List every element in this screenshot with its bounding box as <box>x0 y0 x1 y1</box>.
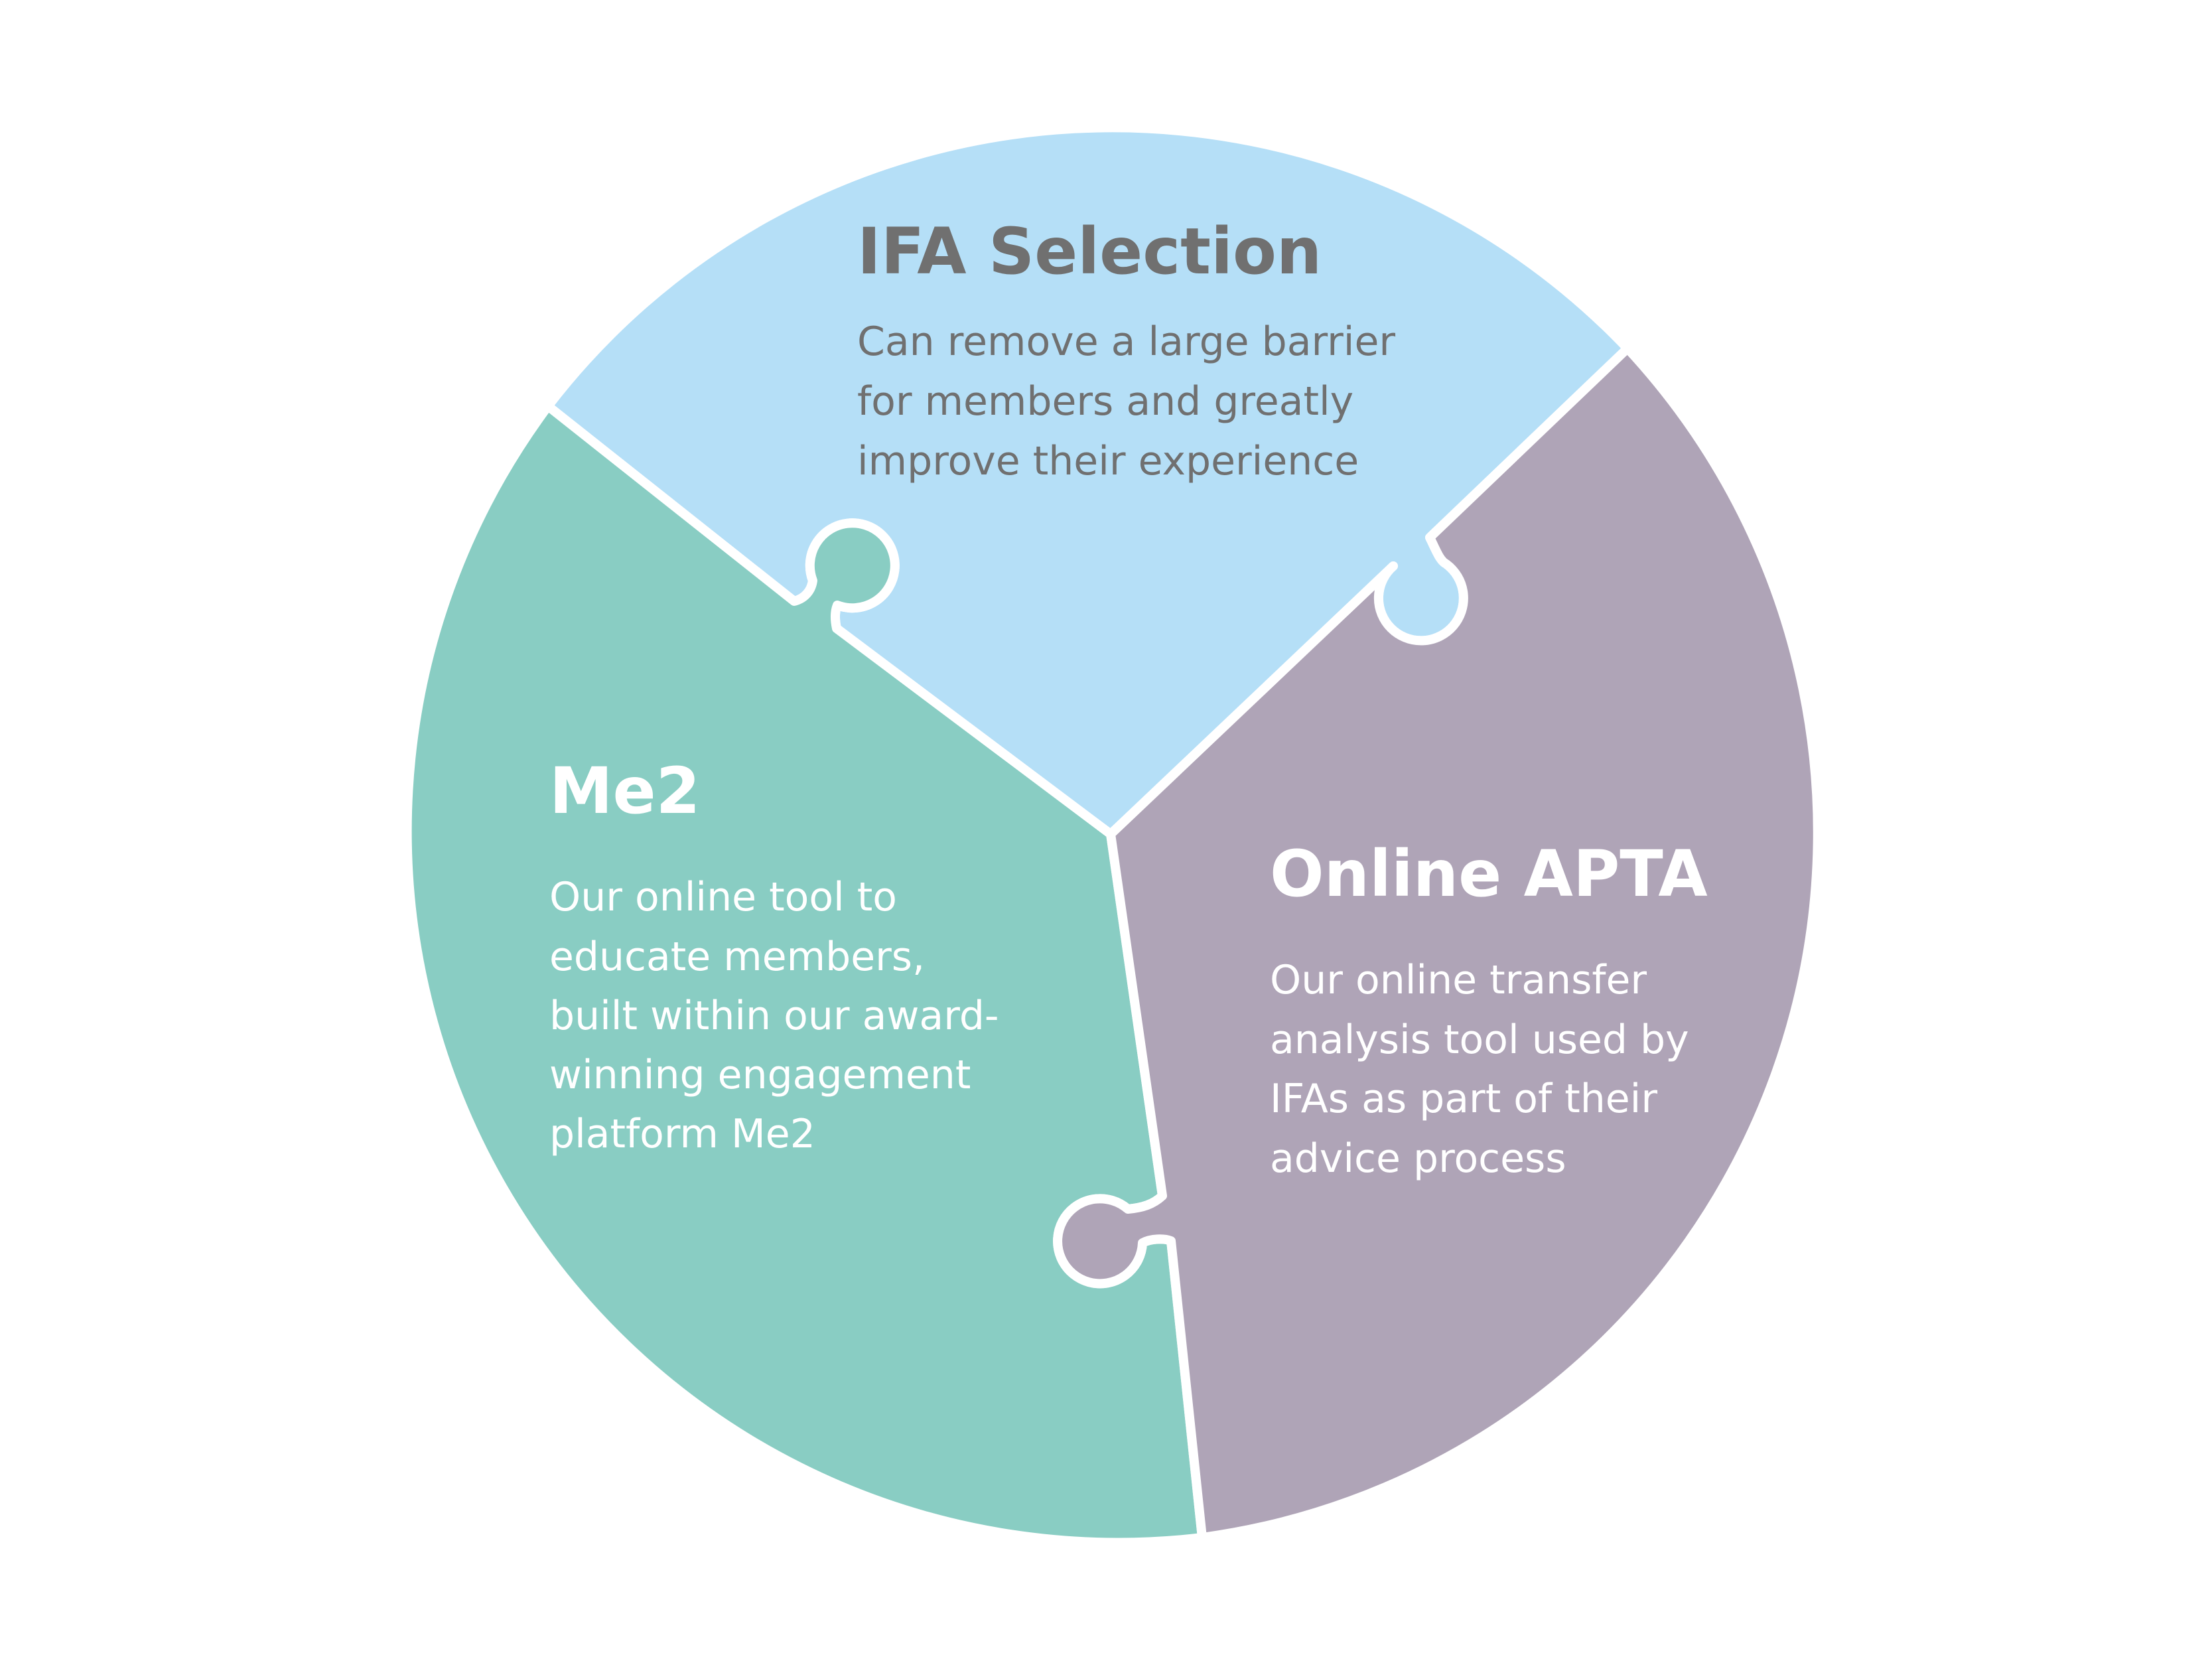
me2-line-1: Our online tool to <box>549 874 897 920</box>
ifa-selection-line-2: for members and greatly <box>857 378 1353 425</box>
me2-line-3: built within our award- <box>549 993 999 1039</box>
me2-line-5: platform Me2 <box>549 1111 815 1157</box>
me2-title: Me2 <box>549 754 700 828</box>
online-apta-line-4: advice process <box>1270 1135 1566 1182</box>
ifa-selection-line-1: Can remove a large barrier <box>857 319 1395 365</box>
online-apta-line-3: IFAs as part of their <box>1270 1076 1657 1122</box>
online-apta-piece <box>1053 344 1823 1542</box>
ifa-selection-line-3: improve their experience <box>857 438 1359 484</box>
me2-line-4: winning engagement <box>549 1052 971 1098</box>
online-apta-title: Online APTA <box>1270 837 1708 911</box>
online-apta-line-2: analysis tool used by <box>1270 1017 1689 1063</box>
ifa-selection-title: IFA Selection <box>857 214 1322 289</box>
me2-line-2: educate members, <box>549 934 925 980</box>
online-apta-line-1: Our online transfer <box>1270 957 1647 1003</box>
